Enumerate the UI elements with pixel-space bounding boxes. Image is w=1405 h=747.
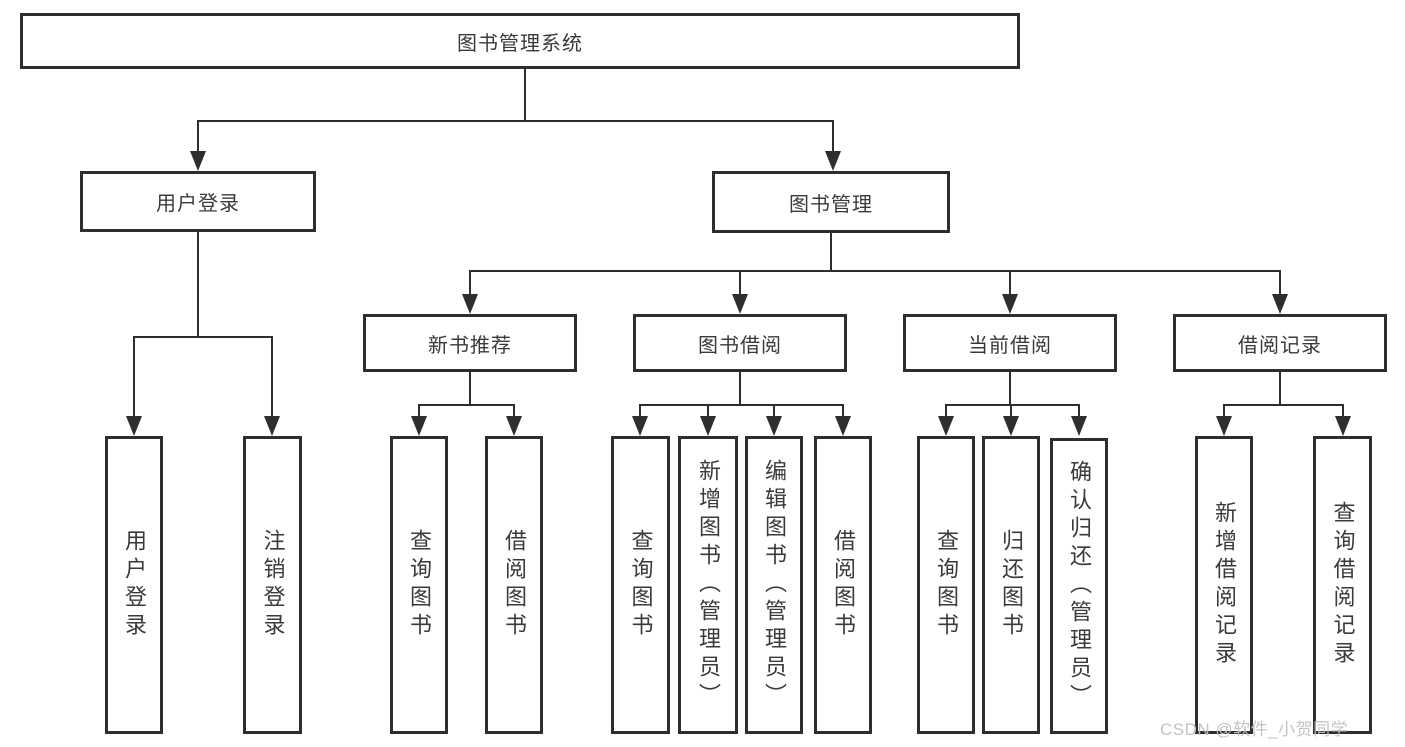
arrow-down-icon bbox=[732, 294, 748, 314]
connector-line bbox=[1009, 271, 1011, 296]
arrow-down-icon bbox=[1003, 416, 1019, 436]
connector-line bbox=[418, 404, 515, 406]
arrow-down-icon bbox=[938, 416, 954, 436]
leaf-borrow-query-books: 查询图书 bbox=[611, 436, 670, 734]
connector-line bbox=[197, 121, 199, 153]
connector-line bbox=[739, 372, 741, 405]
arrow-down-icon bbox=[462, 294, 478, 314]
arrow-down-icon bbox=[264, 416, 280, 436]
leaf-return-books: 归还图书 bbox=[982, 436, 1040, 734]
node-user-login: 用户登录 bbox=[80, 171, 316, 232]
connector-line bbox=[773, 405, 775, 418]
connector-line bbox=[639, 404, 844, 406]
node-new-book-recommend: 新书推荐 bbox=[363, 314, 577, 372]
arrow-down-icon bbox=[190, 151, 206, 171]
node-label: 图书管理 bbox=[789, 193, 873, 216]
node-label: 查询图书 bbox=[628, 529, 654, 641]
node-book-borrow: 图书借阅 bbox=[633, 314, 847, 372]
leaf-logout: 注销登录 bbox=[243, 436, 302, 734]
connector-line bbox=[469, 270, 1281, 272]
arrow-down-icon bbox=[835, 416, 851, 436]
node-label: 新增图书（管理员） bbox=[696, 459, 721, 711]
node-label: 查询图书 bbox=[407, 529, 432, 641]
node-label: 查询图书 bbox=[934, 529, 959, 641]
connector-line bbox=[739, 271, 741, 296]
node-label: 用户登录 bbox=[156, 193, 240, 215]
node-label: 归还图书 bbox=[999, 529, 1024, 641]
connector-line bbox=[513, 405, 515, 418]
node-label: 借阅图书 bbox=[502, 529, 527, 641]
node-label: 借阅记录 bbox=[1238, 334, 1322, 357]
node-label: 查询借阅记录 bbox=[1330, 501, 1356, 669]
connector-line bbox=[1279, 372, 1281, 405]
connector-line bbox=[133, 337, 135, 418]
connector-line bbox=[1078, 405, 1080, 418]
connector-line bbox=[1223, 405, 1225, 418]
arrow-down-icon bbox=[1071, 416, 1087, 436]
node-label: 用户登录 bbox=[122, 529, 147, 641]
connector-line bbox=[418, 405, 420, 418]
connector-line bbox=[469, 271, 471, 296]
leaf-add-books-admin: 新增图书（管理员） bbox=[678, 436, 738, 734]
node-library-system: 图书管理系统 bbox=[20, 13, 1020, 69]
connector-line bbox=[271, 337, 273, 418]
leaf-add-borrow-record: 新增借阅记录 bbox=[1195, 436, 1253, 734]
node-label: 新书推荐 bbox=[428, 334, 512, 357]
node-label: 图书借阅 bbox=[698, 334, 782, 357]
connector-line bbox=[707, 405, 709, 418]
node-current-borrow: 当前借阅 bbox=[903, 314, 1117, 372]
node-label: 编辑图书（管理员） bbox=[762, 459, 787, 711]
arrow-down-icon bbox=[1335, 416, 1351, 436]
arrow-down-icon bbox=[126, 416, 142, 436]
node-label: 当前借阅 bbox=[968, 334, 1052, 357]
connector-line bbox=[469, 372, 471, 405]
node-book-management: 图书管理 bbox=[712, 171, 950, 233]
leaf-edit-books-admin: 编辑图书（管理员） bbox=[745, 436, 803, 734]
connector-line bbox=[1342, 405, 1344, 418]
arrow-down-icon bbox=[766, 416, 782, 436]
leaf-current-query-books: 查询图书 bbox=[917, 436, 975, 734]
node-label: 图书管理系统 bbox=[457, 32, 583, 55]
leaf-confirm-return-admin: 确认归还（管理员） bbox=[1050, 438, 1108, 734]
node-label: 新增借阅记录 bbox=[1212, 501, 1237, 669]
connector-line bbox=[1009, 372, 1011, 405]
node-label: 借阅图书 bbox=[831, 529, 856, 641]
csdn-watermark: CSDN @软件_小贺同学 bbox=[1160, 720, 1349, 739]
connector-line bbox=[1279, 271, 1281, 296]
connector-line bbox=[945, 405, 947, 418]
arrow-down-icon bbox=[1272, 294, 1288, 314]
node-borrow-records: 借阅记录 bbox=[1173, 314, 1387, 372]
connector-line bbox=[197, 120, 834, 122]
arrow-down-icon bbox=[411, 416, 427, 436]
connector-line bbox=[832, 121, 834, 153]
arrow-down-icon bbox=[825, 151, 841, 171]
arrow-down-icon bbox=[1216, 416, 1232, 436]
node-label: 注销登录 bbox=[260, 529, 286, 641]
connector-line bbox=[830, 233, 832, 272]
connector-line bbox=[133, 336, 273, 338]
connector-line bbox=[1223, 404, 1344, 406]
connector-line bbox=[639, 405, 641, 418]
leaf-recommend-query-books: 查询图书 bbox=[390, 436, 448, 734]
node-label: 确认归还（管理员） bbox=[1067, 460, 1092, 712]
arrow-down-icon bbox=[632, 416, 648, 436]
leaf-recommend-borrow-books: 借阅图书 bbox=[485, 436, 543, 734]
connector-line bbox=[197, 232, 199, 337]
arrow-down-icon bbox=[506, 416, 522, 436]
leaf-query-borrow-record: 查询借阅记录 bbox=[1313, 436, 1372, 734]
arrow-down-icon bbox=[1002, 294, 1018, 314]
connector-line bbox=[1010, 405, 1012, 418]
leaf-user-login: 用户登录 bbox=[105, 436, 163, 734]
arrow-down-icon bbox=[700, 416, 716, 436]
connector-line bbox=[945, 404, 1080, 406]
connector-line bbox=[842, 405, 844, 418]
connector-line bbox=[524, 69, 526, 122]
leaf-borrow-books: 借阅图书 bbox=[814, 436, 872, 734]
